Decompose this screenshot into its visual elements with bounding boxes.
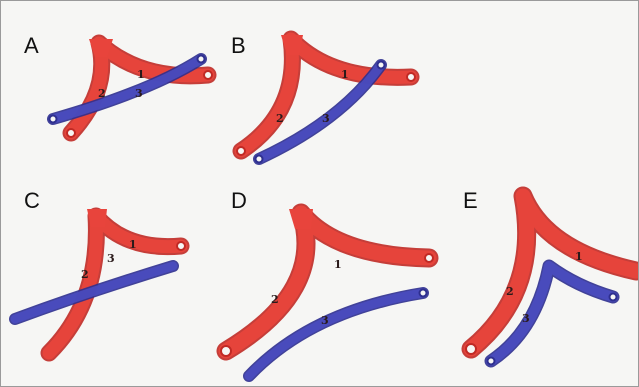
artery-b-end-cap (407, 73, 415, 81)
artery-d-end-cap (425, 254, 433, 262)
label-3-e: 3 (522, 312, 530, 325)
vein-b-end-cap (378, 62, 385, 69)
panel-c: 1 2 3 (15, 209, 185, 353)
label-1-e: 1 (575, 250, 583, 263)
panel-label-b: B (231, 35, 246, 57)
panel-label-a: A (24, 35, 39, 57)
label-3-d: 3 (321, 314, 329, 327)
artery-b-end-cap (237, 147, 245, 155)
artery-d (221, 209, 433, 356)
panel-label-c: C (24, 190, 40, 212)
panel-e: 1 2 3 (466, 196, 636, 365)
label-2-a: 2 (98, 87, 106, 100)
vein-d-end-cap (420, 290, 427, 297)
artery-e-end-cap (466, 344, 476, 354)
label-2-c: 2 (81, 268, 89, 281)
artery-a-end-cap (204, 71, 212, 79)
vein-e-end-cap (488, 358, 495, 365)
label-3-b: 3 (322, 112, 330, 125)
artery-a-end-cap (67, 129, 75, 137)
label-1-c: 1 (129, 238, 137, 251)
label-1-a: 1 (137, 68, 145, 81)
vein-a-end-cap (198, 56, 205, 63)
label-2-e: 2 (506, 285, 514, 298)
vein-a-end-cap (50, 116, 57, 123)
panel-a: 1 2 3 (50, 39, 213, 137)
label-1-b: 1 (341, 68, 349, 81)
label-3-c: 3 (107, 252, 115, 265)
label-1-d: 1 (334, 258, 342, 271)
label-2-b: 2 (276, 112, 284, 125)
panel-b: 1 2 3 (237, 35, 415, 163)
label-2-d: 2 (271, 293, 279, 306)
artery-b (237, 35, 415, 155)
label-3-a: 3 (135, 87, 143, 100)
panel-d: 1 2 3 (221, 209, 433, 376)
vein-b-end-cap (256, 156, 263, 163)
artery-d-end-cap (221, 346, 231, 356)
vein-e-end-cap (610, 294, 617, 301)
artery-c-end-cap (177, 242, 185, 250)
panel-label-e: E (463, 190, 478, 212)
panel-label-d: D (231, 190, 247, 212)
